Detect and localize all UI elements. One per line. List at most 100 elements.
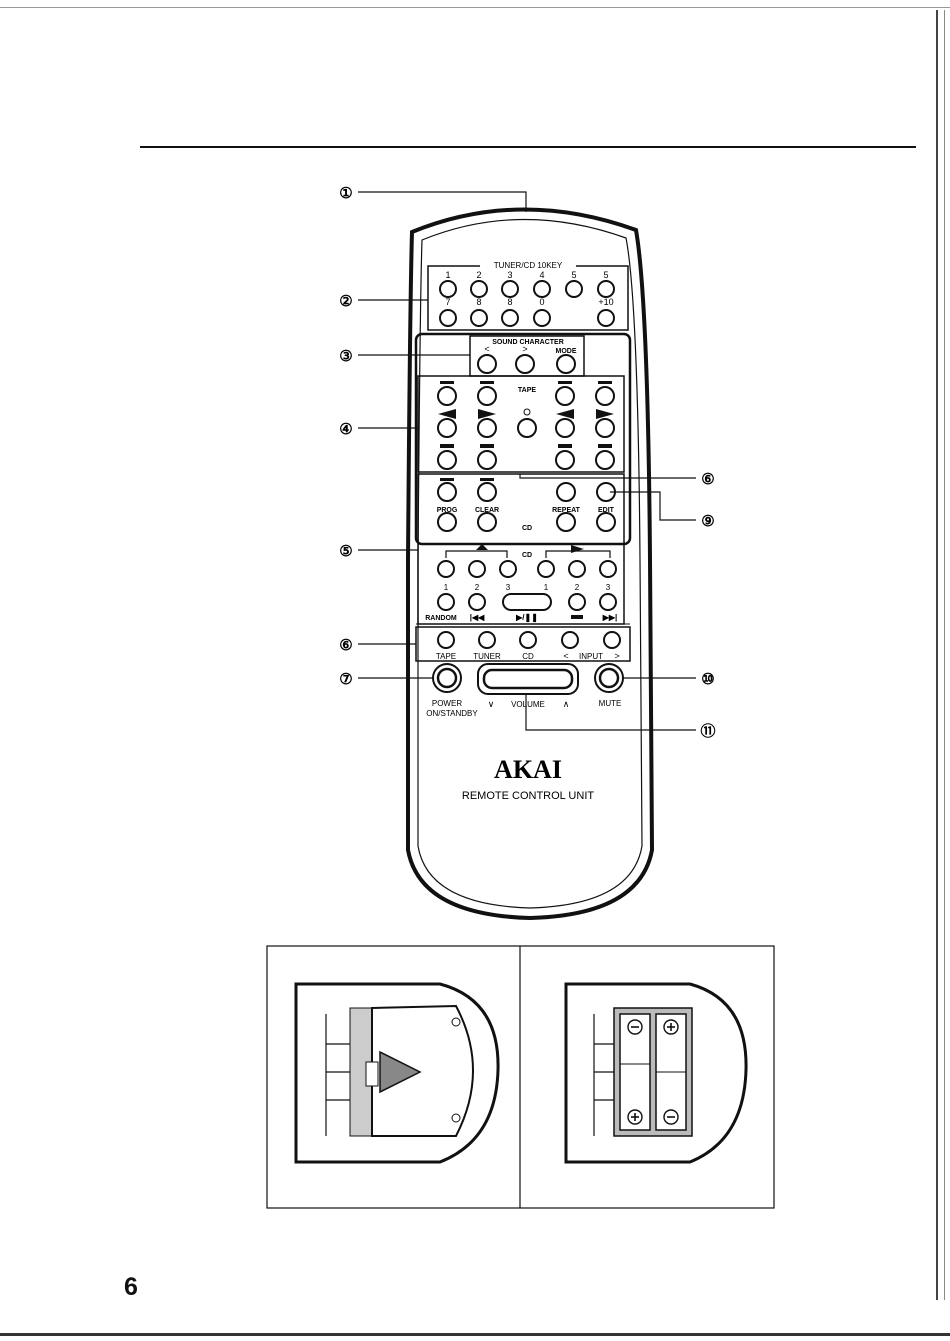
callout-3: ③: [339, 348, 352, 365]
key-button: [501, 280, 519, 298]
callout-6-right: ⑥: [701, 471, 714, 488]
skip-fwd-symbol: ▶▶|: [602, 613, 618, 622]
sound-left-button: [477, 354, 497, 374]
repeat-label: REPEAT: [552, 507, 581, 514]
key-label: 8: [476, 297, 481, 307]
unit-label: REMOTE CONTROL UNIT: [462, 790, 594, 802]
callout-7: ⑦: [339, 671, 352, 688]
volume-up-symbol: ∧: [563, 699, 570, 709]
key-button: [439, 280, 457, 298]
brand-logo: AKAI: [494, 755, 562, 784]
tape-button: [477, 418, 497, 438]
cd-disc-button: [468, 560, 486, 578]
power-button: [436, 667, 458, 689]
disc-num: 1: [544, 583, 549, 592]
tape-button: [437, 386, 457, 406]
stop-button: [568, 593, 586, 611]
key-label: 3: [507, 270, 512, 280]
input-label: INPUT: [579, 652, 603, 661]
cd-group-label: CD: [522, 552, 532, 559]
stop-symbol: [571, 615, 583, 619]
tape-button: [477, 450, 497, 470]
key-button: [597, 309, 615, 327]
key-button: [597, 280, 615, 298]
callout-5: ⑤: [339, 543, 352, 560]
cd-button: [556, 482, 576, 502]
tape-button: [595, 386, 615, 406]
cd-label: CD: [522, 525, 532, 532]
header-rule: [140, 146, 916, 148]
power-label: POWER: [432, 699, 462, 708]
tape-label: TAPE: [518, 387, 536, 394]
disc-num: 2: [575, 583, 580, 592]
key-label: 8: [507, 297, 512, 307]
mute-label: MUTE: [599, 699, 622, 708]
tenkey-row2-labels: 7 8 8 0 +10: [445, 297, 613, 307]
key-button: [565, 280, 583, 298]
key-button: [533, 309, 551, 327]
callout-1: ①: [339, 185, 352, 202]
callout-2: ②: [339, 293, 352, 310]
cd-disc-button: [537, 560, 555, 578]
input-right-arrow: >: [614, 651, 619, 661]
sound-right-button: [515, 354, 535, 374]
sound-right-arrow: >: [522, 344, 527, 354]
key-label: 4: [539, 270, 544, 280]
disc-num: 3: [606, 583, 611, 592]
callout-9: ⑨: [701, 513, 714, 530]
key-button: [533, 280, 551, 298]
tape-button: [477, 386, 497, 406]
src-tuner-label: TUNER: [473, 652, 501, 661]
repeat-button: [556, 512, 576, 532]
function-frame: [414, 332, 632, 546]
right-edge-line-2: [944, 10, 945, 1300]
battery-figure: [266, 945, 775, 1209]
prog-label: PROG: [437, 507, 458, 514]
tape-button: [595, 418, 615, 438]
input-left-button: [561, 631, 579, 649]
cd-disc-button: [437, 560, 455, 578]
callout-11: ⑪: [700, 722, 715, 740]
tape-button: [595, 450, 615, 470]
random-label: RANDOM: [425, 615, 457, 622]
skip-fwd-button: [599, 593, 617, 611]
top-border-line: [0, 7, 950, 8]
cd-disc-button: [568, 560, 586, 578]
callout-4: ④: [339, 421, 352, 438]
play-pause-symbol: ▶/❚❚: [515, 613, 538, 623]
key-button: [470, 309, 488, 327]
key-label: 2: [476, 270, 481, 280]
cd-source-button: [519, 631, 537, 649]
tape-button: [555, 450, 575, 470]
key-button: [501, 309, 519, 327]
volume-rocker-inner: [482, 668, 574, 690]
random-button: [437, 593, 455, 611]
play-pause-button: [502, 593, 552, 611]
tenkey-label: TUNER/CD 10KEY: [494, 261, 563, 270]
skip-back-button: [468, 593, 486, 611]
src-cd-label: CD: [522, 652, 534, 661]
skip-back-symbol: |◀◀: [470, 613, 485, 622]
sound-left-arrow: <: [484, 344, 489, 354]
key-label: 0: [539, 297, 544, 307]
callout-10: ⑩: [701, 671, 714, 688]
tape-button: [517, 418, 537, 438]
volume-label: VOLUME: [511, 700, 545, 709]
bottom-border-line: [0, 1333, 950, 1336]
mode-button: [556, 354, 576, 374]
volume-down-symbol: ∨: [488, 699, 495, 709]
cd-disc-button: [599, 560, 617, 578]
tape-button: [555, 386, 575, 406]
cd-disc-button: [499, 560, 517, 578]
key-label: +10: [598, 297, 613, 307]
input-right-button: [603, 631, 621, 649]
key-button: [439, 309, 457, 327]
mute-button: [598, 667, 620, 689]
slide-arrow: [379, 1050, 422, 1094]
page-number: 6: [124, 1273, 138, 1301]
tape-indicator: [523, 408, 531, 416]
prog-button: [437, 512, 457, 532]
clear-button: [477, 512, 497, 532]
key-label: 1: [445, 270, 450, 280]
cd-button: [477, 482, 497, 502]
